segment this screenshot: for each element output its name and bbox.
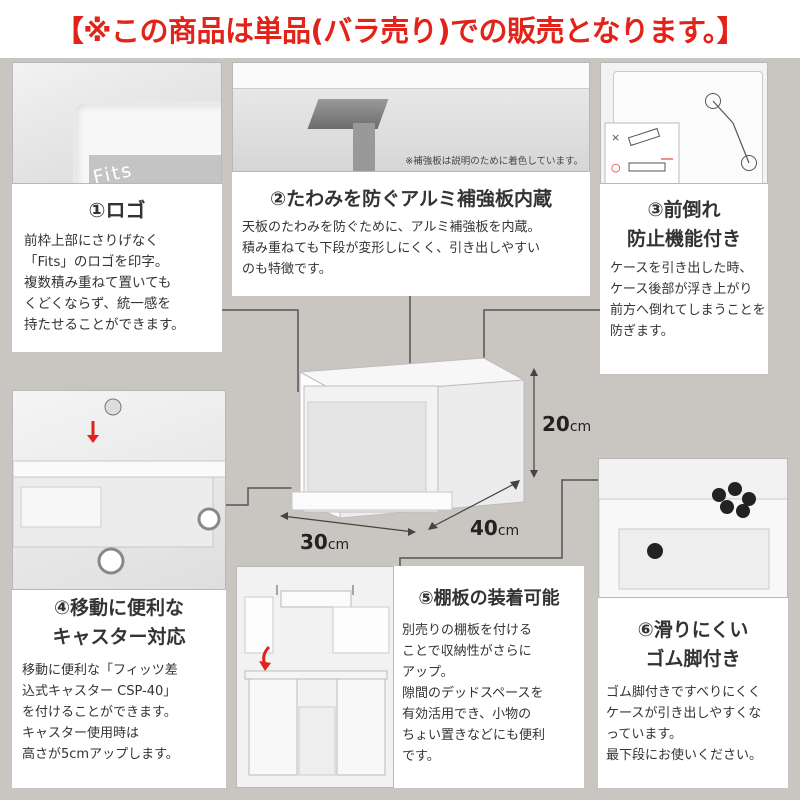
feature-anti-tip-title-line2: 防止機能付き: [626, 228, 741, 250]
ok-mark-icon: ○: [611, 161, 621, 174]
banner-text: 【※この商品は単品(バラ売り)での販売となります。】: [54, 14, 746, 48]
highlight-circle: [741, 155, 757, 171]
feature-reinforcement-title: ②たわみを防ぐアルミ補強板内蔵: [270, 188, 552, 210]
feature-anti-tip-title: ③前倒れ 防止機能付き: [600, 196, 768, 254]
case-top: [233, 63, 589, 89]
caster-illustration: [13, 398, 225, 575]
aluminum-plate-side: [353, 123, 375, 171]
width-dimension: 30cm: [300, 530, 349, 554]
caster-photo: [12, 390, 226, 590]
case-face: [233, 89, 589, 171]
feature-caster-title-line2: キャスター対応: [52, 626, 186, 648]
aluminum-plate: [307, 99, 389, 129]
logo-photo: Fits: [12, 62, 222, 184]
shelf-photo: [236, 566, 394, 788]
height-unit: cm: [569, 419, 592, 435]
feature-caster-panel: ④移動に便利な キャスター対応 移動に便利な「フィッツ差 込式キャスター CSP…: [12, 590, 226, 788]
top-banner: 【※この商品は単品(バラ売り)での販売となります。】: [0, 0, 800, 58]
feature-caster-title-line1: ④移動に便利な: [53, 597, 185, 619]
shelf-illustration: [244, 585, 390, 776]
feature-reinforcement-panel: ②たわみを防ぐアルミ補強板内蔵 天板のたわみを防ぐために、アルミ補強板を内蔵。 …: [232, 172, 590, 296]
feature-logo-body: 前枠上部にさりげなく 「Fits」のロゴを印字。 複数積み重ねて置いても くどく…: [24, 233, 185, 333]
reinforcement-note: ※補強板は説明のために着色しています。: [405, 156, 583, 167]
height-value: 20: [542, 412, 570, 436]
storage-case-illustration: [280, 357, 538, 536]
feature-caster-title: ④移動に便利な キャスター対応: [12, 594, 226, 652]
feature-shelf-body: 別売りの棚板を付ける ことで収納性がさらに アップ。 隙間のデッドスペースを 有…: [402, 623, 546, 764]
down-arrow-icon: [87, 435, 99, 443]
height-dimension: 20cm: [542, 412, 591, 436]
reinforcement-photo: ※補強板は説明のために着色しています。: [232, 62, 590, 172]
feature-caster-body: 移動に便利な「フィッツ差 込式キャスター CSP-40」 を付けることができます…: [22, 663, 179, 762]
anti-tip-photo: × ○: [600, 62, 768, 184]
feature-anti-tip-body: ケースを引き出した時、 ケース後部が浮き上がり 前方へ倒れてしまうことを 防ぎま…: [610, 261, 766, 339]
wrong-mark-icon: ×: [611, 131, 621, 144]
feature-anti-tip-title-line1: ③前倒れ: [647, 199, 721, 221]
rubber-feet-illustration: [599, 482, 787, 597]
highlight-circle: [705, 93, 721, 109]
feature-anti-tip-panel: ③前倒れ 防止機能付き ケースを引き出した時、 ケース後部が浮き上がり 前方へ倒…: [600, 184, 768, 374]
feature-shelf-panel: ⑤棚板の装着可能 別売りの棚板を付ける ことで収納性がさらに アップ。 隙間のデ…: [394, 566, 584, 788]
down-arrow-icon: [259, 661, 271, 671]
feature-logo-title: ①ロゴ: [88, 198, 146, 222]
depth-value: 40: [470, 516, 498, 540]
feature-rubber-feet-body: ゴム脚付きですべりにくく ケースが引き出しやすくな っています。 最下段にお使い…: [606, 685, 763, 763]
feature-rubber-feet-title-line1: ⑥滑りにくい: [637, 619, 749, 641]
width-value: 30: [300, 530, 328, 554]
feature-shelf-title: ⑤棚板の装着可能: [418, 588, 560, 609]
width-unit: cm: [327, 537, 350, 553]
feature-logo-panel: ①ロゴ 前枠上部にさりげなく 「Fits」のロゴを印字。 複数積み重ねて置いても…: [12, 184, 222, 352]
drawer-window: [89, 155, 221, 183]
feature-reinforcement-body: 天板のたわみを防ぐために、アルミ補強板を内蔵。 積み重ねても下段が変形しにくく、…: [242, 220, 541, 277]
anti-tip-diagram: [604, 100, 750, 183]
depth-unit: cm: [497, 523, 520, 539]
feature-rubber-feet-title: ⑥滑りにくい ゴム脚付き: [598, 616, 788, 674]
rubber-feet-photo: [598, 458, 788, 598]
feature-rubber-feet-title-line2: ゴム脚付き: [645, 648, 741, 670]
depth-dimension: 40cm: [470, 516, 519, 540]
feature-rubber-feet-panel: ⑥滑りにくい ゴム脚付き ゴム脚付きですべりにくく ケースが引き出しやすくな っ…: [598, 598, 788, 788]
